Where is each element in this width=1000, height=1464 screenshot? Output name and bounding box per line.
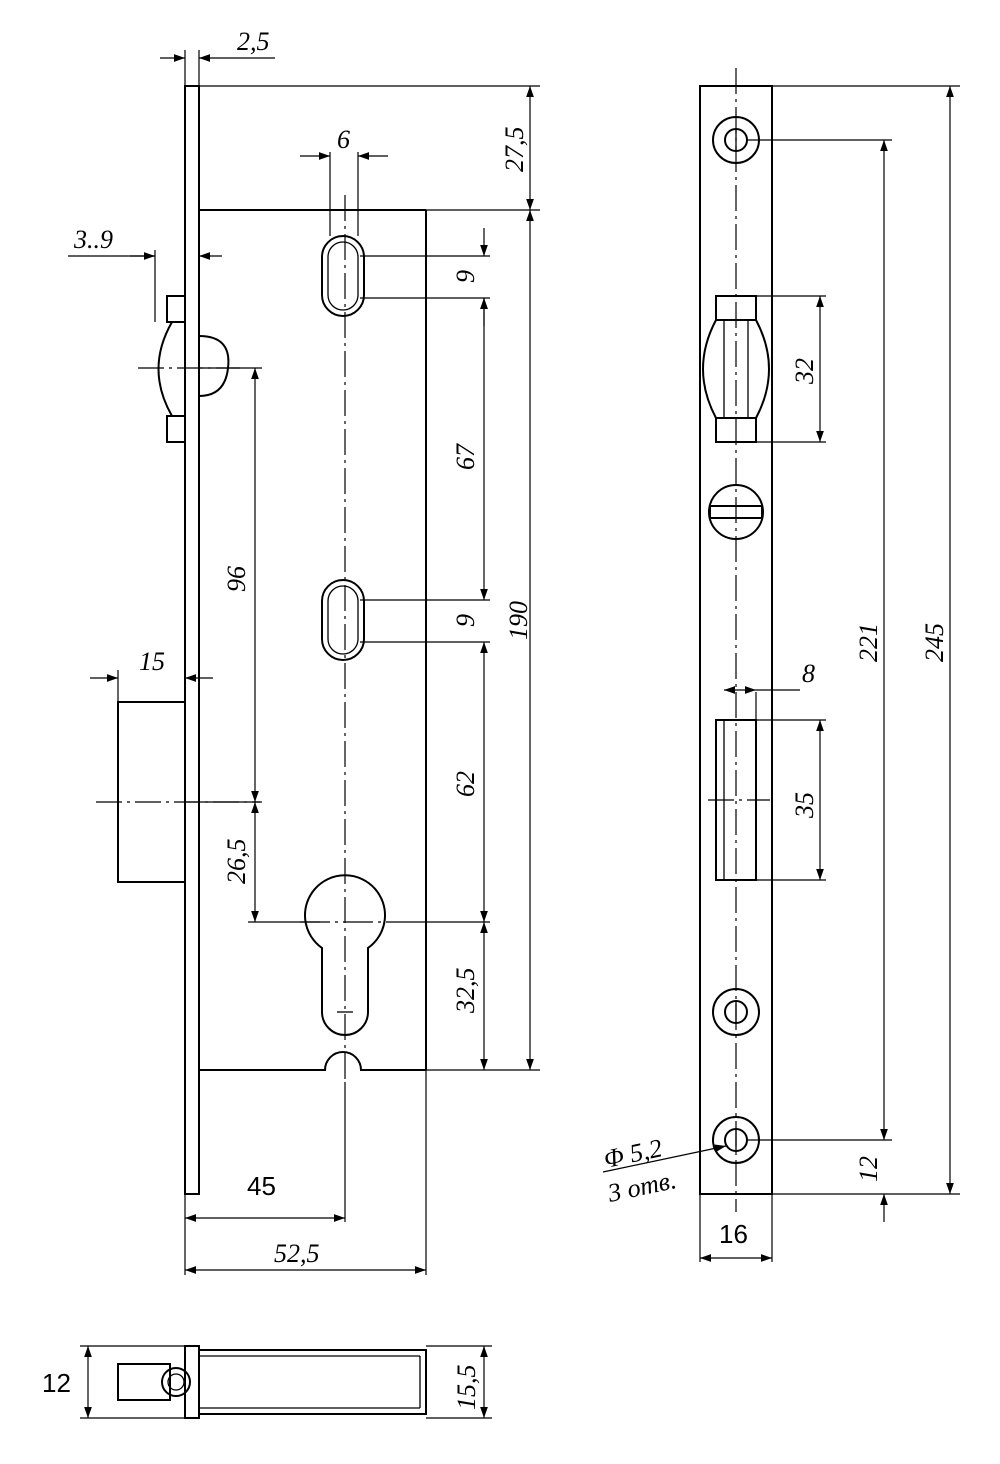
dim-plate-length: 245 (920, 623, 949, 662)
dim-cylinder-to-bottom: 32,5 (451, 968, 480, 1015)
dead-bolt-side (708, 719, 770, 881)
dim-latch-height: 32 (790, 358, 819, 385)
front-faceplate (184, 85, 200, 1195)
dim-hole-spacing: 221 (854, 623, 883, 662)
mounting-slot-lower (321, 579, 365, 661)
dim-bolt-width: 8 (802, 659, 815, 688)
dim-slot2-height: 9 (451, 614, 480, 627)
side-view: 245 221 32 35 8 12 16 Φ 5,2 3 отв. (601, 68, 960, 1262)
lock-body (199, 209, 427, 1071)
dim-bolt-projection: 15 (139, 647, 165, 676)
adjustment-screw (708, 484, 764, 540)
dim-top-offset: 27,5 (500, 127, 529, 173)
dim-plate-width: 16 (719, 1219, 748, 1249)
bottom-faceplate (184, 1345, 200, 1419)
mounting-slot-upper (321, 235, 365, 317)
front-dimension-lines (68, 54, 534, 1274)
bottom-dimension-lines (80, 1345, 492, 1419)
dim-body-width: 12 (42, 1368, 71, 1398)
dim-slot-spacing-2: 62 (451, 771, 480, 797)
dim-hole-edge-offset: 12 (854, 1156, 883, 1182)
dim-hole-diameter: Φ 5,2 (601, 1133, 665, 1174)
bottom-body (198, 1349, 427, 1415)
bottom-view: 12 15,5 (42, 1345, 492, 1419)
dim-backset: 45 (247, 1171, 276, 1201)
cylinder-hole (304, 874, 386, 1036)
dim-bolt-to-cylinder: 26,5 (222, 839, 251, 885)
dim-slot-spacing-1: 67 (451, 443, 480, 470)
dim-body-depth: 52,5 (274, 1239, 320, 1268)
bottom-latch (117, 1363, 191, 1401)
side-extension-lines (699, 85, 960, 1262)
mounting-hole-middle (712, 988, 760, 1036)
latch-bolt-side (702, 295, 770, 443)
side-dimension-lines (602, 86, 954, 1262)
dim-faceplate-depth: 15,5 (452, 1365, 481, 1411)
dim-slot1-height: 9 (451, 270, 480, 283)
front-view: 2,5 6 27,5 3..9 9 67 96 9 190 15 62 26,5… (68, 27, 540, 1275)
dim-faceplate-thickness: 2,5 (237, 27, 270, 56)
dim-body-height: 190 (504, 601, 533, 640)
dim-slot-width: 6 (337, 125, 350, 154)
dim-latch-offset: 3..9 (73, 225, 113, 254)
dim-bolt-height: 35 (790, 792, 819, 819)
front-extension-lines (117, 50, 540, 1275)
latch-bolt (138, 295, 240, 443)
dim-latch-to-cylinder: 96 (222, 566, 251, 592)
